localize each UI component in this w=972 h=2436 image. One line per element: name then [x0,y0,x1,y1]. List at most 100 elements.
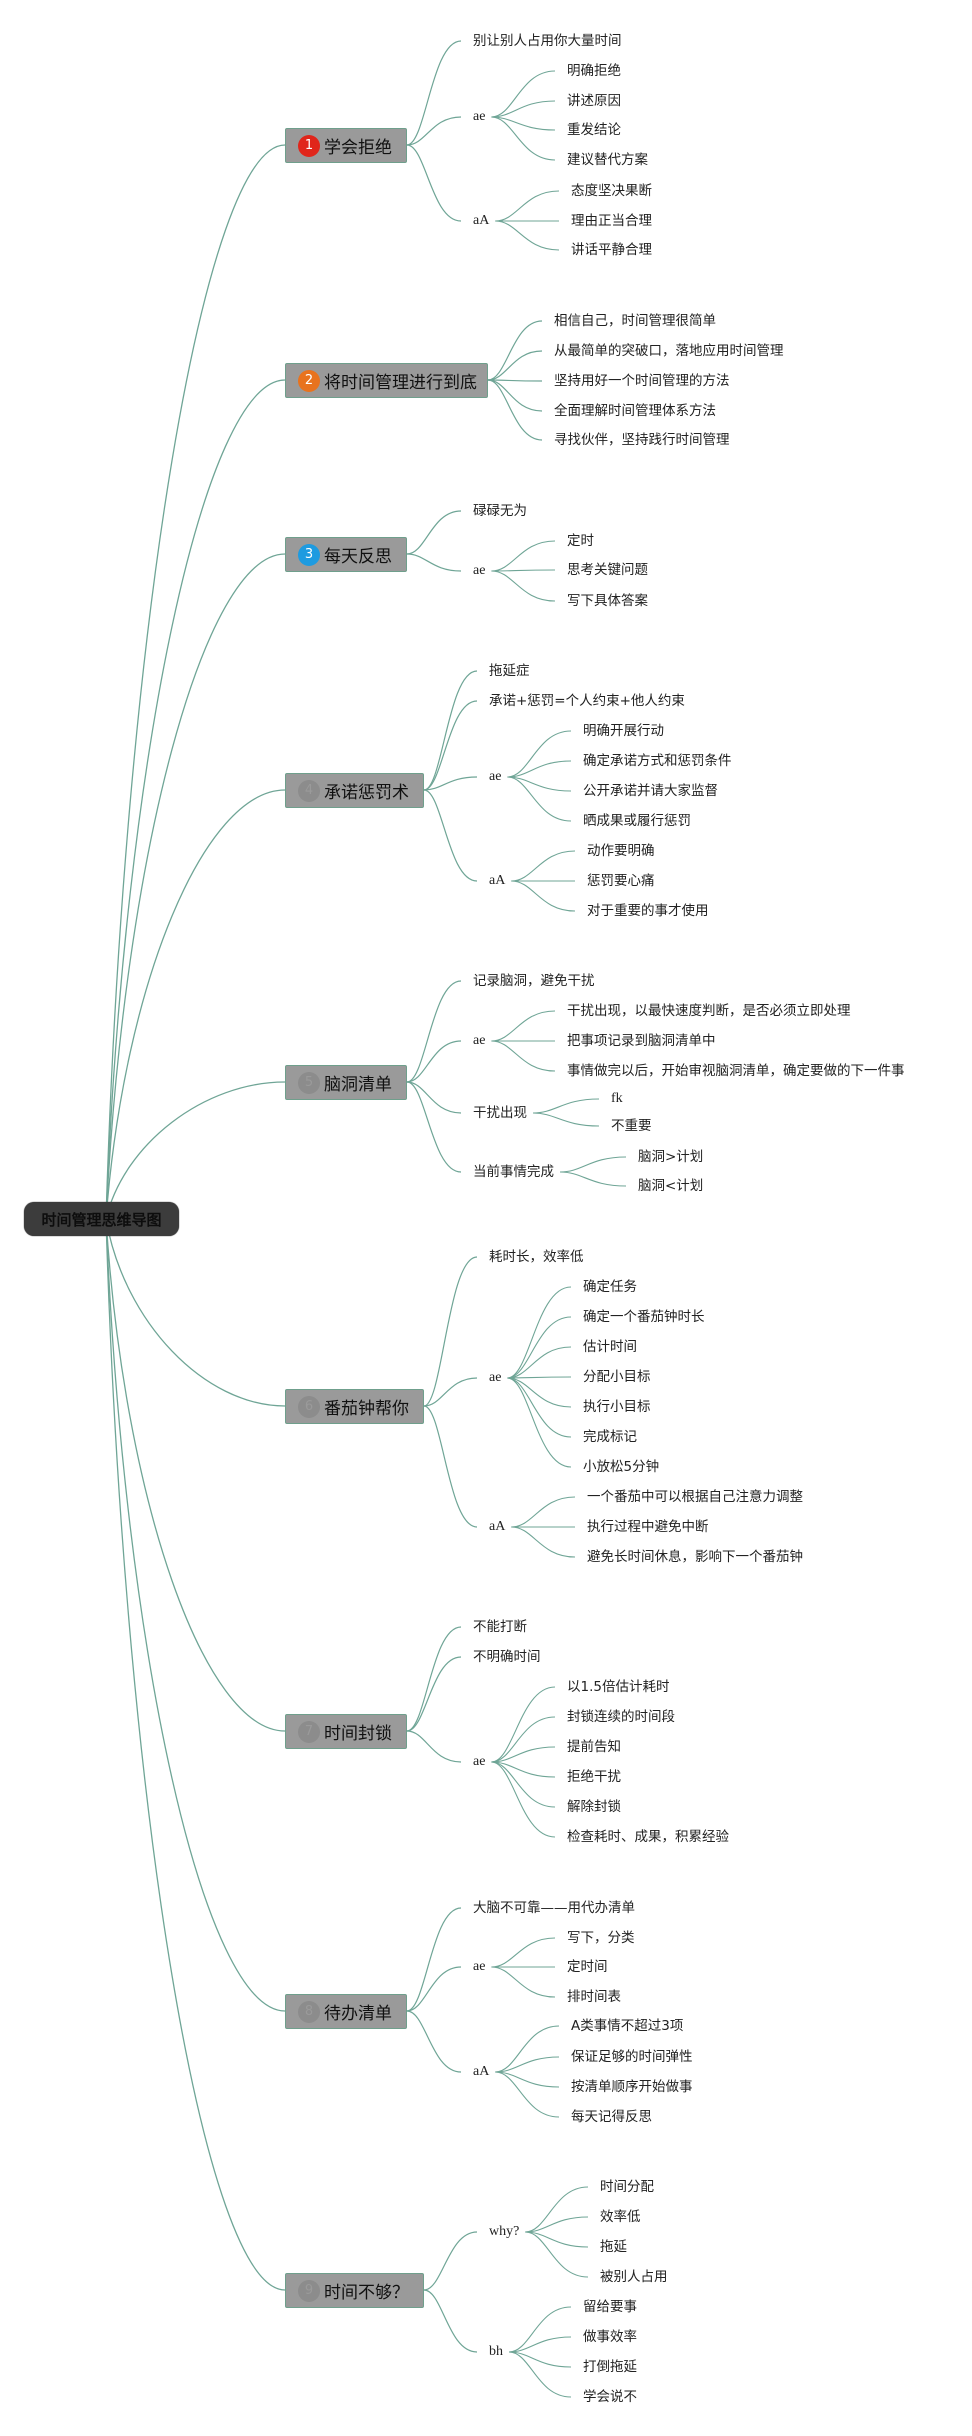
subtopic[interactable]: 全面理解时间管理体系方法 [554,403,716,419]
subtopic[interactable]: 相信自己，时间管理很简单 [554,313,716,329]
leaf-topic[interactable]: 打倒拖延 [583,2359,637,2375]
leaf-topic[interactable]: 提前告知 [567,1739,621,1755]
leaf-topic[interactable]: 重发结论 [567,122,621,138]
leaf-topic[interactable]: 确定任务 [583,1279,637,1295]
leaf-topic[interactable]: 明确开展行动 [583,723,664,739]
leaf-topic[interactable]: 小放松5分钟 [583,1459,660,1475]
leaf-topic[interactable]: 晒成果或履行惩罚 [583,813,691,829]
subtopic[interactable]: 承诺+惩罚=个人约束+他人约束 [489,693,685,709]
leaf-topic[interactable]: 检查耗时、成果，积累经验 [567,1829,729,1845]
subtopic[interactable]: 坚持用好一个时间管理的方法 [554,373,730,389]
leaf-connector-line [507,1377,572,1468]
leaf-topic[interactable]: 确定承诺方式和惩罚条件 [583,753,732,769]
leaf-topic[interactable]: 建议替代方案 [567,152,648,168]
leaf-topic[interactable]: 解除封锁 [567,1799,621,1815]
leaf-topic[interactable]: 脑洞>计划 [638,1149,704,1165]
leaf-topic[interactable]: 一个番茄中可以根据自己注意力调整 [587,1489,803,1505]
leaf-topic[interactable]: 以1.5倍估计耗时 [567,1679,670,1695]
leaf-topic[interactable]: A类事情不超过3项 [571,2018,684,2034]
leaf-topic[interactable]: 完成标记 [583,1429,637,1445]
leaf-topic[interactable]: 理由正当合理 [571,213,652,229]
subtopic[interactable]: 不明确时间 [473,1649,541,1665]
subtopic[interactable]: 碌碌无为 [473,503,527,519]
subtopic-group[interactable]: aA [473,213,490,228]
leaf-topic[interactable]: 明确拒绝 [567,63,621,79]
leaf-topic[interactable]: fk [611,1091,623,1106]
leaf-topic[interactable]: 脑洞<计划 [638,1178,704,1194]
subtopic[interactable]: 寻找伙伴，坚持践行时间管理 [554,432,730,448]
root-topic[interactable]: 时间管理思维导图 [24,1202,179,1236]
subtopic-group[interactable]: ae [473,109,486,124]
leaf-topic[interactable]: 讲话平静合理 [571,242,652,258]
leaf-topic[interactable]: 时间分配 [600,2179,654,2195]
leaf-topic[interactable]: 写下具体答案 [567,593,648,609]
subtopic-group[interactable]: 当前事情完成 [473,1164,554,1180]
leaf-topic[interactable]: 每天记得反思 [571,2109,652,2125]
subtopic-group[interactable]: aA [473,2064,490,2079]
leaf-topic[interactable]: 拒绝干扰 [567,1769,621,1785]
leaf-topic[interactable]: 写下，分类 [567,1930,635,1946]
leaf-topic[interactable]: 把事项记录到脑洞清单中 [567,1033,716,1049]
subtopic-group[interactable]: ae [473,1754,486,1769]
leaf-topic[interactable]: 做事效率 [583,2329,637,2345]
subtopic-group[interactable]: ae [473,1033,486,1048]
leaf-topic[interactable]: 定时 [567,533,594,549]
leaf-topic[interactable]: 动作要明确 [587,843,655,859]
leaf-topic[interactable]: 分配小目标 [583,1369,651,1385]
subtopic-group[interactable]: ae [489,1370,502,1385]
leaf-topic[interactable]: 估计时间 [583,1339,637,1355]
leaf-topic[interactable]: 思考关键问题 [567,562,648,578]
leaf-topic[interactable]: 学会说不 [583,2389,637,2405]
subtopic-group[interactable]: ae [489,769,502,784]
number-badge-icon: 8 [298,2000,320,2023]
leaf-topic[interactable]: 留给要事 [583,2299,637,2315]
leaf-topic[interactable]: 封锁连续的时间段 [567,1709,675,1725]
subtopic-group[interactable]: ae [473,563,486,578]
leaf-topic[interactable]: 执行过程中避免中断 [587,1519,709,1535]
leaf-topic[interactable]: 排时间表 [567,1989,621,2005]
leaf-topic[interactable]: 拖延 [600,2239,627,2255]
leaf-topic[interactable]: 惩罚要心痛 [587,873,655,889]
subtopic-group[interactable]: 干扰出现 [473,1105,527,1121]
leaf-topic[interactable]: 执行小目标 [583,1399,651,1415]
leaf-topic[interactable]: 效率低 [600,2209,641,2225]
branch-connector-line [406,1081,462,1114]
branch-connector-line [487,350,543,381]
subtopic-group[interactable]: ae [473,1959,486,1974]
leaf-topic[interactable]: 公开承诺并请大家监督 [583,783,718,799]
leaf-topic[interactable]: 事情做完以后，开始审视脑洞清单，确定要做的下一件事 [567,1063,905,1079]
subtopic[interactable]: 不能打断 [473,1619,527,1635]
subtopic-group[interactable]: aA [489,873,506,888]
subtopic-group[interactable]: bh [489,2344,503,2359]
leaf-connector-line [491,1746,556,1763]
subtopic[interactable]: 耗时长，效率低 [489,1249,584,1265]
leaf-topic[interactable]: 避免长时间休息，影响下一个番茄钟 [587,1549,803,1565]
leaf-topic[interactable]: 态度坚决果断 [571,183,652,199]
leaf-topic[interactable]: 被别人占用 [600,2269,668,2285]
subtopic-group[interactable]: why? [489,2224,520,2239]
leaf-topic[interactable]: 干扰出现，以最快速度判断，是否必须立即处理 [567,1003,851,1019]
leaf-topic[interactable]: 保证足够的时间弹性 [571,2049,693,2065]
branch-topic-label: 时间封锁 [324,1724,392,1744]
subtopic-group[interactable]: aA [489,1519,506,1534]
leaf-topic[interactable]: 按清单顺序开始做事 [571,2079,693,2095]
subtopic[interactable]: 记录脑洞，避免干扰 [473,973,595,989]
leaf-topic[interactable]: 定时间 [567,1959,608,1975]
leaf-topic[interactable]: 对于重要的事才使用 [587,903,709,919]
subtopic[interactable]: 从最简单的突破口，落地应用时间管理 [554,343,784,359]
leaf-topic[interactable]: 不重要 [611,1118,652,1134]
leaf-topic[interactable]: 确定一个番茄钟时长 [583,1309,705,1325]
subtopic[interactable]: 大脑不可靠——用代办清单 [473,1900,635,1916]
subtopic[interactable]: 别让别人占用你大量时间 [473,33,622,49]
leaf-topic[interactable]: 讲述原因 [567,93,621,109]
subtopic[interactable]: 拖延症 [489,663,530,679]
